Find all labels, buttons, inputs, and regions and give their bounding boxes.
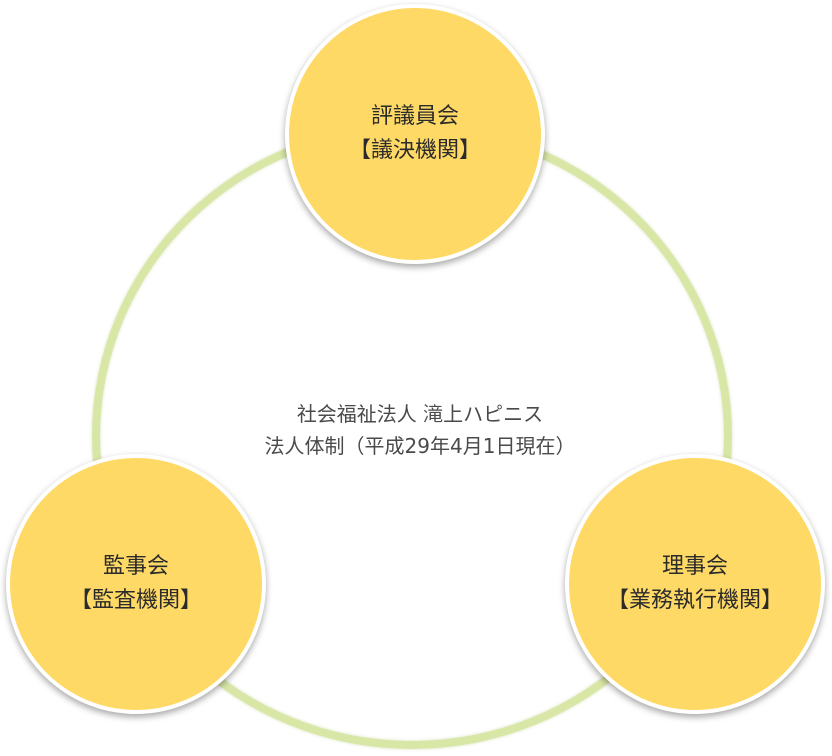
organization-label: 社会福祉法人 滝上ハピニス 法人体制（平成29年4月1日現在） [130, 398, 710, 462]
node-board-of-directors: 理事会 【業務執行機関】 [565, 454, 825, 714]
organization-structure-date: 法人体制（平成29年4月1日現在） [264, 434, 576, 458]
node-auditors-role: 【監査機関】 [69, 588, 202, 613]
node-auditors: 監事会 【監査機関】 [6, 454, 266, 714]
node-auditors-title: 監事会 [102, 554, 169, 579]
node-councillors-title: 評議員会 [370, 104, 459, 129]
organization-name: 社会福祉法人 滝上ハピニス [296, 402, 544, 426]
node-board-title: 理事会 [661, 554, 728, 579]
node-councillors: 評議員会 【議決機関】 [285, 4, 545, 264]
node-councillors-role: 【議決機関】 [348, 138, 481, 163]
node-board-role: 【業務執行機関】 [606, 588, 783, 613]
